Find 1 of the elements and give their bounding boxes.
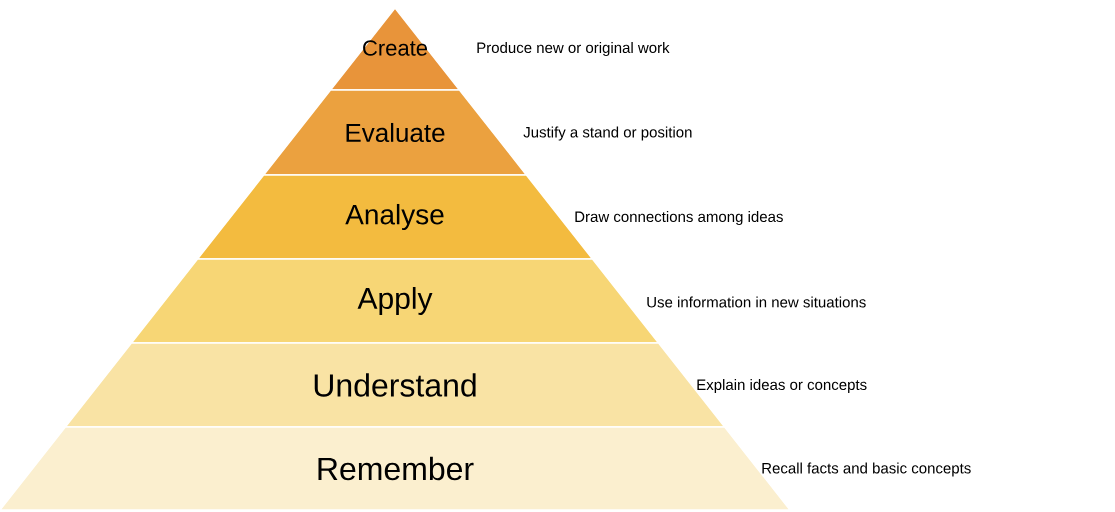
description-text: Produce new or original work	[477, 42, 670, 56]
